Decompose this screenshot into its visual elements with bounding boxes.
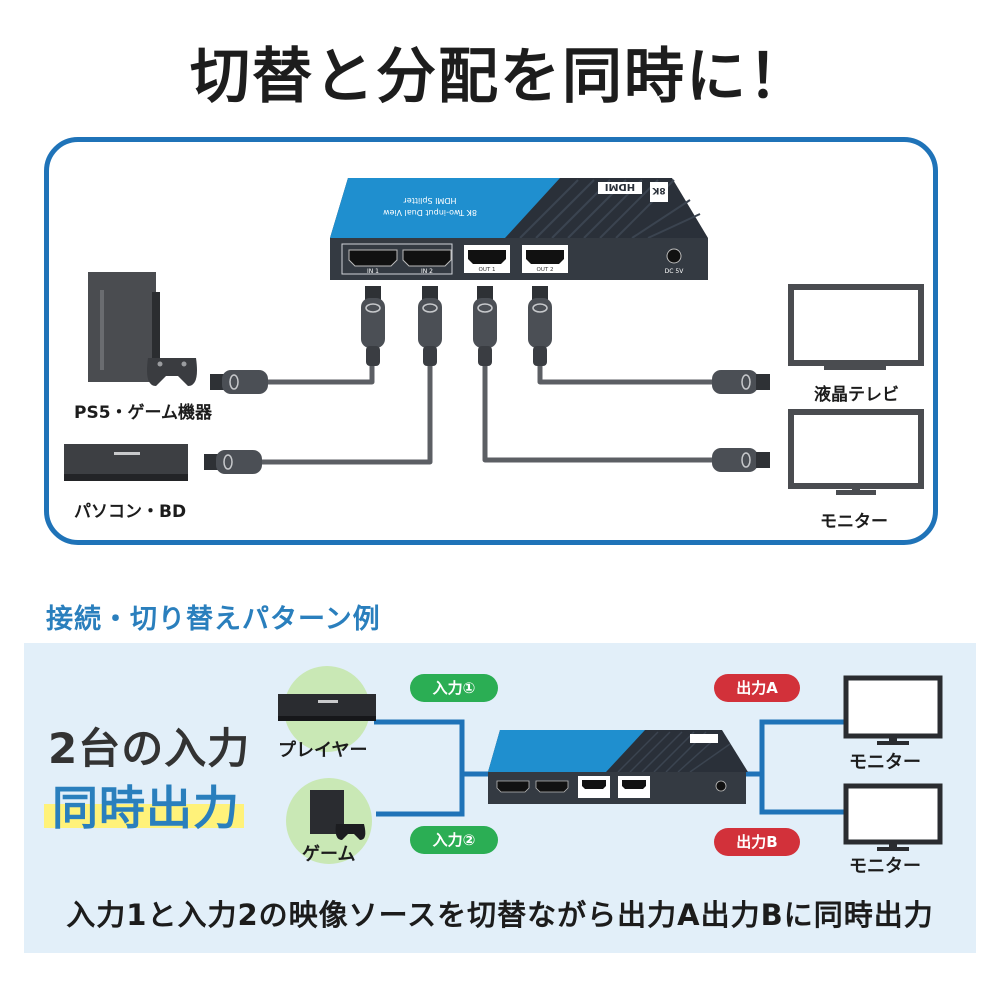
hdmi-plug-in2 [418, 286, 442, 366]
gamepad-icon [147, 358, 197, 386]
hdmi-port-in1: IN 1 [348, 249, 398, 275]
lcd-tv-label: 液晶テレビ [814, 385, 899, 405]
splitter-device: 8K Two-input Dual View HDMI Splitter HDM… [330, 178, 708, 280]
page-title: 切替と分配を同時に！ [190, 42, 810, 112]
monitor-a-label: モニター [849, 752, 921, 773]
example-heading: 接続・切り替えパターン例 [46, 604, 381, 635]
hdmi-plug-monitor [712, 448, 770, 472]
main-text-line2: 同時出力 [52, 781, 240, 835]
game-console-icon [310, 790, 366, 840]
splitter-device-small [488, 730, 748, 804]
device-model-line2: HDMI Splitter [403, 196, 457, 205]
hdmi-plug-ps5 [210, 370, 268, 394]
highlight-bar [44, 804, 244, 828]
bd-player-icon [64, 444, 188, 481]
input-1-badge: 入力① [410, 674, 498, 702]
hdmi-plug-pc [204, 450, 262, 474]
player-label: プレイヤー [278, 740, 368, 761]
hdmi-logo: HDMI [605, 181, 635, 192]
device-model-line1: 8K Two-input Dual View [383, 208, 477, 217]
main-text-line1: 2台の入力 [48, 724, 251, 773]
ps5-label: PS5・ゲーム機器 [74, 403, 213, 423]
hdmi-port-out1: OUT 1 [464, 245, 510, 273]
connection-lines [374, 719, 844, 817]
monitor-label: モニター [820, 512, 888, 532]
output-a-badge: 出力A [714, 674, 800, 702]
ps5-console-icon [88, 272, 160, 382]
connection-diagram: 8K Two-input Dual View HDMI Splitter HDM… [64, 178, 924, 495]
monitor-b-label: モニター [849, 856, 921, 877]
caption-text: 入力1と入力2の映像ソースを切替ながら出力A出力Bに同時出力 [66, 898, 934, 932]
port-out1-label: OUT 1 [479, 267, 496, 273]
port-out2-label: OUT 2 [537, 267, 554, 273]
monitor-b-icon [843, 783, 943, 851]
monitor-a-icon [843, 675, 943, 745]
player-device-icon [278, 694, 376, 721]
hdmi-port-out2: OUT 2 [522, 245, 568, 273]
monitor-icon [788, 409, 924, 495]
hdmi-cables [262, 365, 712, 465]
8k-badge: 8K [651, 185, 665, 195]
port-in1-label: IN 1 [367, 268, 379, 275]
input-2-badge: 入力② [410, 826, 498, 854]
hdmi-plug-out2 [528, 286, 552, 366]
port-in2-label: IN 2 [421, 268, 433, 275]
dc-power-label: DC 5V [665, 268, 685, 275]
output-b-badge: 出力B [714, 828, 800, 856]
game-label: ゲーム [302, 844, 356, 865]
hdmi-plug-out1 [473, 286, 497, 366]
hdmi-plug-tv [712, 370, 770, 394]
lcd-tv-icon [788, 284, 924, 370]
pc-bd-label: パソコン・BD [74, 502, 187, 522]
hdmi-plug-in1 [361, 286, 385, 366]
hdmi-port-in2: IN 2 [402, 249, 452, 275]
dc-power-jack [666, 248, 682, 264]
example-diagram [278, 675, 943, 851]
